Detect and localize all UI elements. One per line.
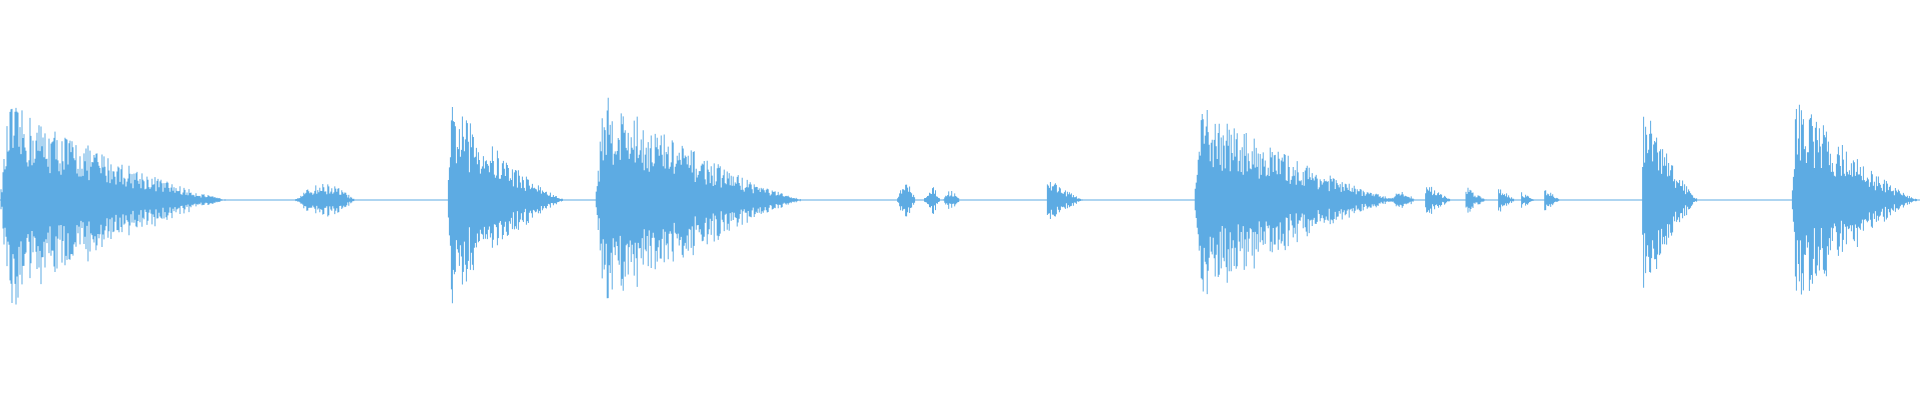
waveform-segment-7 [1046,182,1085,219]
waveform-segment-11 [1465,187,1488,213]
waveform-segment-0 [0,107,230,305]
waveform-segment-5 [924,187,941,214]
waveform-segment-16 [1791,104,1920,295]
waveform-segment-9 [1388,192,1415,208]
waveform-segment-2 [447,107,566,304]
waveform-segment-15 [1642,116,1700,288]
waveform-segment-6 [943,191,961,209]
waveform-segment-14 [1544,190,1561,211]
waveform-segment-4 [897,184,917,217]
waveform-segment-3 [595,97,806,299]
waveform-segment-8 [1194,110,1401,295]
waveform-segment-13 [1521,192,1536,208]
waveform-segment-10 [1425,186,1454,214]
waveform-segment-12 [1498,189,1517,212]
waveform-segment-1 [294,184,356,217]
